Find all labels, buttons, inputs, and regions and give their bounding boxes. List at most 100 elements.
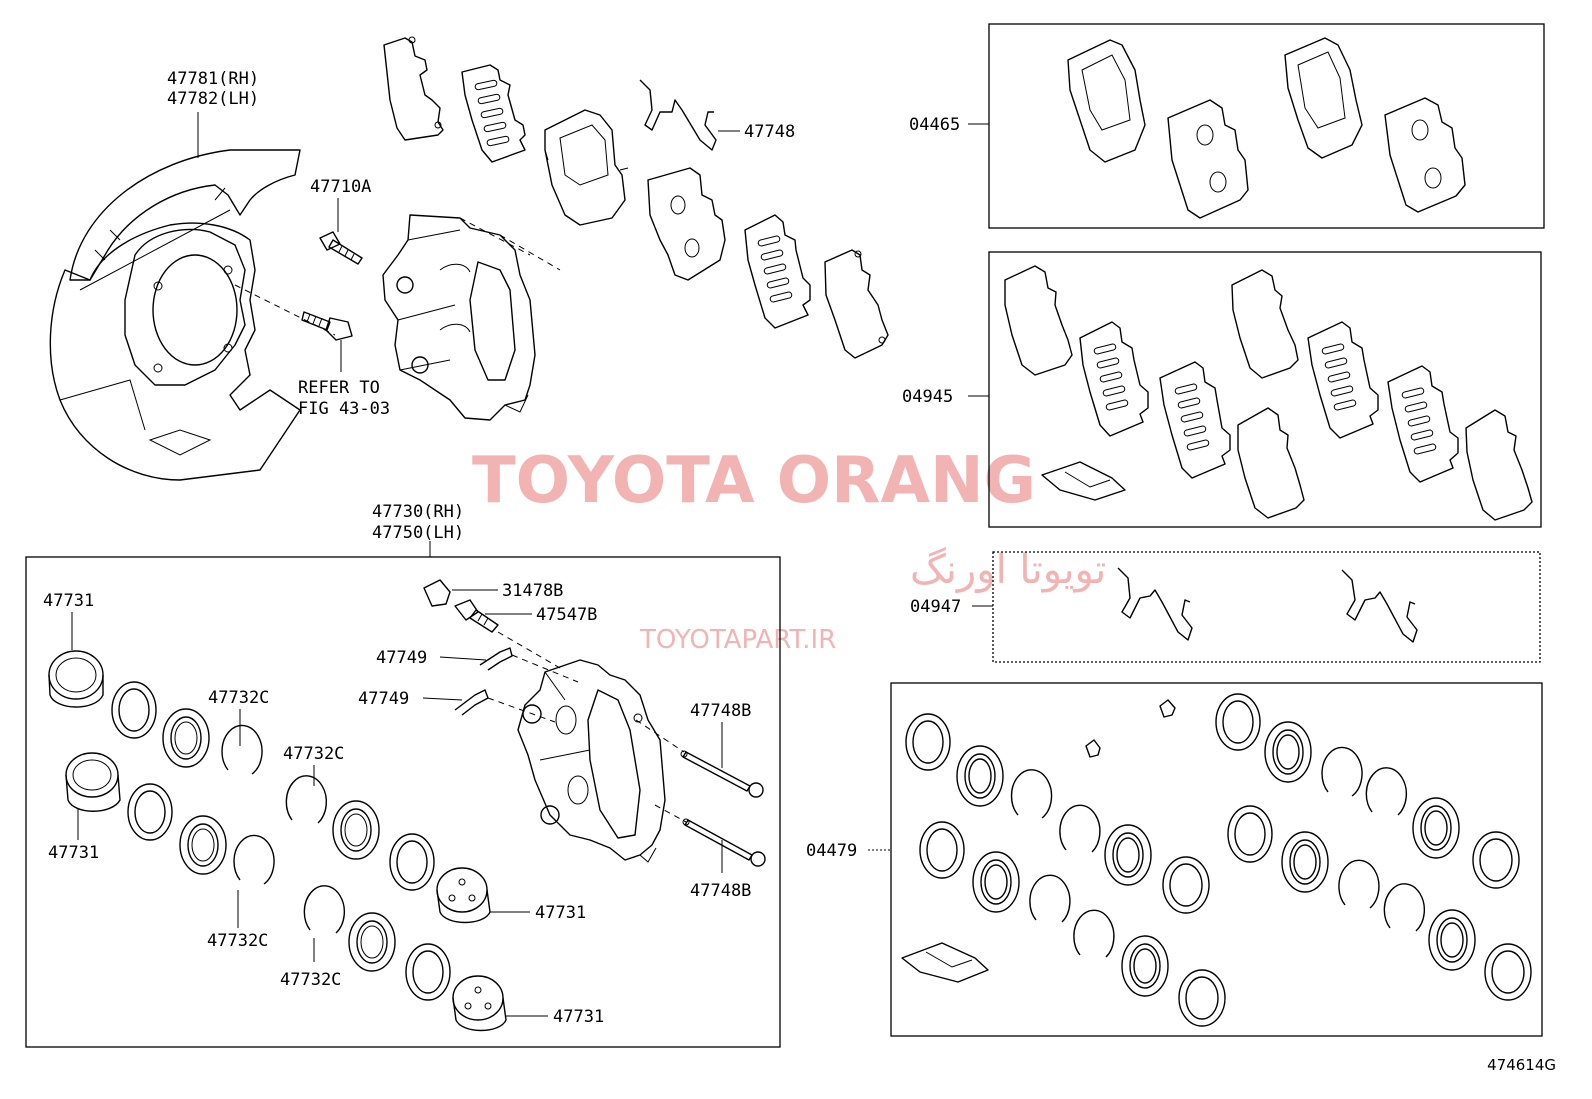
dust-cover-rh-label: 47781(RH): [167, 69, 259, 89]
piston-bottom-right-part[interactable]: [452, 975, 507, 1032]
shim-inner-top-left-part[interactable]: [461, 64, 526, 163]
bolt-47710a-part[interactable]: [319, 231, 363, 265]
seal-kit-boot-7[interactable]: [1227, 805, 1273, 863]
bleeder-label: 47547B: [536, 605, 597, 625]
pad-kit-label: 04465: [909, 115, 960, 135]
piston-seal-upper-part[interactable]: [162, 708, 210, 768]
pad-kit-inner-plate-2-part[interactable]: [1384, 97, 1466, 213]
shim-kit-inner-1-part[interactable]: [1079, 321, 1149, 437]
piston-upper-left-part[interactable]: [48, 650, 104, 708]
spring-kit-spring-1-part[interactable]: [1117, 567, 1193, 641]
pin-b-label: 47748B: [690, 881, 751, 901]
shim-kit-outer-4-part[interactable]: [1465, 409, 1533, 521]
seal-kit-ring-8[interactable]: [1383, 883, 1426, 932]
shim-kit-inner-3-part[interactable]: [1307, 321, 1379, 439]
piston-middle-right-part[interactable]: [436, 867, 491, 924]
retaining-ring-middle-part[interactable]: [285, 775, 328, 824]
seal-kit-seal-4[interactable]: [1121, 935, 1169, 997]
spring-kit-spring-2-part[interactable]: [1341, 569, 1418, 643]
pad-kit-inner-plate-1-part[interactable]: [1167, 99, 1249, 219]
grease-packet-1-part[interactable]: [1041, 461, 1126, 501]
pin-lower-part[interactable]: [682, 818, 766, 867]
caliper-lh-label: 47750(LH): [372, 523, 464, 543]
piston-boot-lower-part[interactable]: [127, 783, 173, 841]
shim-outer-top-left-part[interactable]: [383, 36, 444, 141]
piston-2-label: 47731: [48, 843, 99, 863]
piston-4-label: 47731: [553, 1007, 604, 1027]
seal-kit-seal-8[interactable]: [1428, 909, 1476, 971]
seal-kit-boot-2[interactable]: [1162, 856, 1210, 914]
retaining-ring-lower-part[interactable]: [233, 834, 275, 885]
pin-upper-part[interactable]: [680, 750, 764, 798]
dust-cover-part[interactable]: [49, 149, 301, 481]
watermark-brand: TOYOTA ORANG: [472, 444, 1036, 518]
shim-kit-outer-2-part[interactable]: [1231, 269, 1299, 379]
seal-kit-ring-3[interactable]: [1029, 874, 1071, 923]
seal-kit-seal-6[interactable]: [1412, 797, 1460, 859]
spring-kit-label: 04947: [910, 597, 961, 617]
shim-outer-top-right-part[interactable]: [824, 249, 889, 359]
pad-kit-outer-pad-1-part[interactable]: [1067, 39, 1146, 163]
seal-kit-seal-5[interactable]: [1264, 721, 1312, 783]
seal-kit-ring-4[interactable]: [1073, 909, 1115, 958]
seal-kit-rings: [905, 693, 1532, 1027]
seal-kit-boot-4[interactable]: [1178, 969, 1226, 1027]
shim-kit-inner-2-part[interactable]: [1159, 361, 1231, 479]
watermark-persian: تویوتا اورنگ: [910, 547, 1106, 593]
shim-kit-outer-1-part[interactable]: [1004, 265, 1073, 376]
retaining-ring-bottom-part[interactable]: [303, 885, 346, 934]
seal-kit-seal-2[interactable]: [1104, 824, 1152, 886]
seal-kit-seal-7[interactable]: [1281, 831, 1329, 893]
seal-kit-ring-7[interactable]: [1338, 859, 1380, 909]
retaining-ring-upper-part[interactable]: [221, 724, 263, 775]
piston-lower-left-part[interactable]: [65, 752, 121, 812]
pad-backing-plate-top-part[interactable]: [647, 167, 726, 281]
anti-squeal-spring-part[interactable]: [639, 79, 717, 151]
seal-kit-boot-1[interactable]: [905, 713, 951, 771]
seal-kit-caps[interactable]: [1085, 699, 1176, 758]
grease-packet-2-part[interactable]: [901, 942, 989, 983]
shim-kit-outer-3-part[interactable]: [1237, 407, 1305, 519]
spring-label: 47748: [744, 122, 795, 142]
seal-kit-box: [890, 682, 1543, 1037]
piston-seal-lower-part[interactable]: [179, 815, 227, 875]
ring-3-label: 47732C: [207, 931, 268, 951]
piston-seal-middle-part[interactable]: [332, 800, 380, 860]
piston-3-label: 47731: [535, 903, 586, 923]
bleeder-cap-part[interactable]: [423, 579, 451, 607]
piston-boot-middle-part[interactable]: [389, 833, 435, 891]
caliper-rh-label: 47730(RH): [372, 502, 464, 522]
bolt-label: 47710A: [310, 177, 371, 197]
piston-boot-bottom-part[interactable]: [405, 943, 451, 1001]
shim-inner-top-right-part[interactable]: [744, 214, 811, 329]
seal-kit-boot-8[interactable]: [1484, 943, 1532, 1001]
pad-kit-outer-pad-2-part[interactable]: [1284, 37, 1363, 159]
seal-kit-seal-3[interactable]: [972, 851, 1020, 913]
seal-kit-seal-1[interactable]: [956, 745, 1004, 807]
bleeder-plug-part[interactable]: [454, 599, 499, 633]
brake-pad-top-outer-part[interactable]: [544, 109, 629, 226]
clip-upper-part[interactable]: [479, 647, 513, 671]
shim-kit-inner-4-part[interactable]: [1387, 365, 1459, 483]
seal-kit-boot-6[interactable]: [1472, 831, 1520, 889]
figure-code: 474614G: [1487, 1056, 1556, 1074]
shim-kit-box: [988, 251, 1542, 528]
clip-b-label: 47749: [358, 689, 409, 709]
seal-kit-ring-2[interactable]: [1059, 804, 1101, 853]
seal-kit-label: 04479: [806, 841, 857, 861]
ring-1-label: 47732C: [208, 688, 269, 708]
watermark: TOYOTA ORANG تویوتا اورنگ TOYOTAPART.IR: [472, 444, 1106, 655]
refer-line-1: REFER TO: [298, 378, 380, 398]
seal-kit-boot-5[interactable]: [1215, 693, 1261, 751]
caliper-body-top-part[interactable]: [382, 214, 561, 421]
piston-seal-bottom-part[interactable]: [348, 912, 396, 972]
seal-kit-ring-5[interactable]: [1321, 746, 1363, 797]
seal-kit-ring-6[interactable]: [1365, 767, 1408, 816]
seal-kit-ring-1[interactable]: [1010, 769, 1053, 819]
caliper-body-part[interactable]: [517, 659, 666, 863]
seal-kit-boot-3[interactable]: [919, 821, 965, 879]
clip-lower-part[interactable]: [454, 689, 489, 716]
piston-boot-upper-part[interactable]: [111, 681, 157, 739]
caliper-mount-bolt-part[interactable]: [301, 311, 353, 341]
